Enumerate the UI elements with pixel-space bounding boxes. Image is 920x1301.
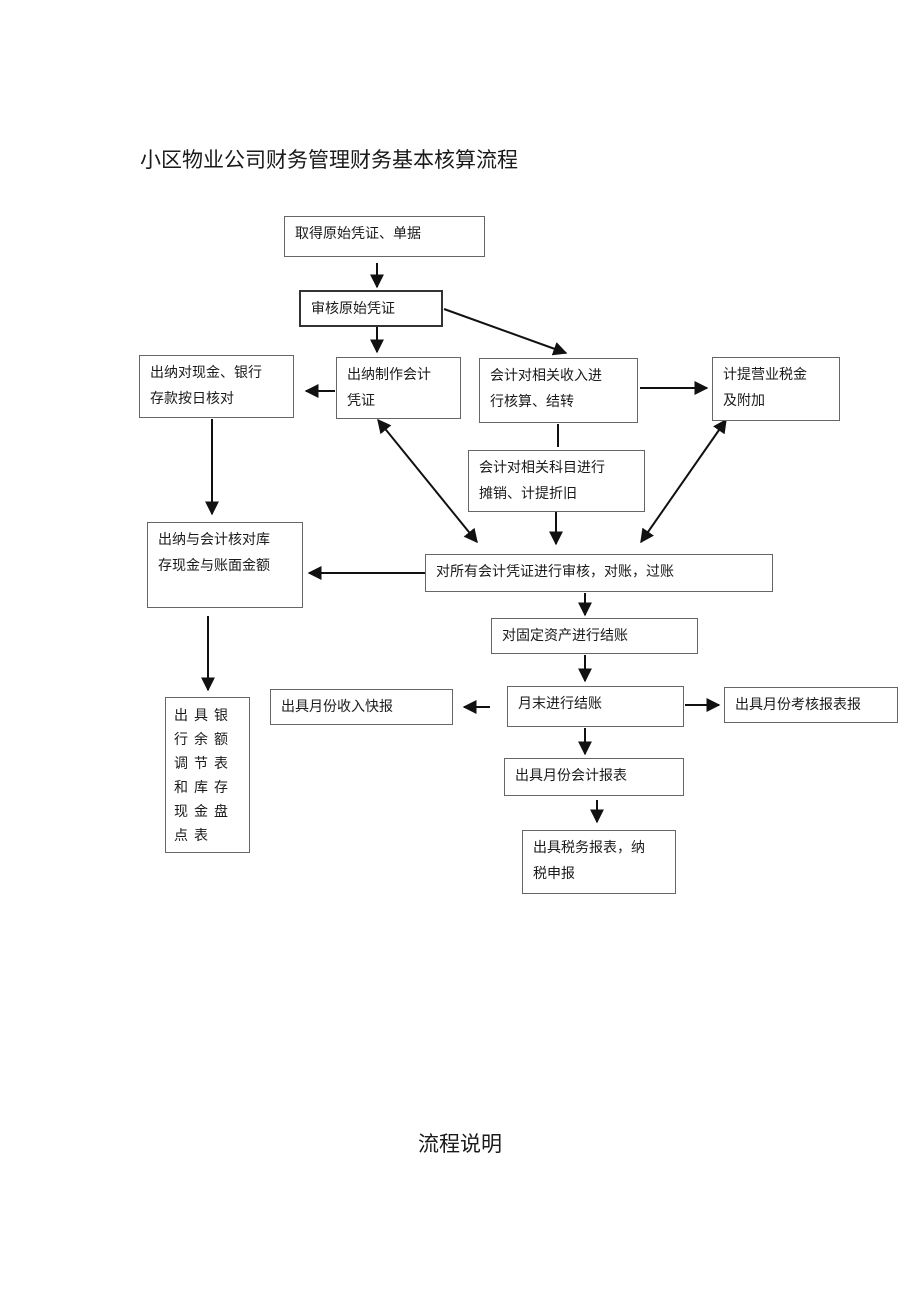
node-cashier-check-cash: 出纳对现金、银行 存款按日核对 <box>139 355 294 418</box>
node-review-vouchers: 审核原始凭证 <box>299 290 443 327</box>
arrow-review-to-income <box>443 308 568 356</box>
node-amortize-depreciate: 会计对相关科目进行 摊销、计提折旧 <box>468 450 645 512</box>
node-monthly-income-report: 出具月份收入快报 <box>270 689 453 725</box>
node-review-all-vouchers: 对所有会计凭证进行审核，对账，过账 <box>425 554 773 592</box>
node-accounting-income: 会计对相关收入进 行核算、结转 <box>479 358 638 423</box>
node-cashier-accountant-reconcile: 出纳与会计核对库 存现金与账面金额 <box>147 522 303 608</box>
node-cashier-make-voucher: 出纳制作会计 凭证 <box>336 357 461 419</box>
node-obtain-vouchers: 取得原始凭证、单据 <box>284 216 485 257</box>
node-monthly-assessment-report: 出具月份考核报表报 <box>724 687 898 723</box>
section-heading: 流程说明 <box>418 1132 502 1156</box>
arrow-tax-to-review-all <box>640 418 727 544</box>
node-month-end-close: 月末进行结账 <box>507 686 684 727</box>
node-bank-reconciliation: 出具银 行余额 调节表 和库存 现金盘 点表 <box>165 697 250 853</box>
node-monthly-accounting-report: 出具月份会计报表 <box>504 758 684 796</box>
node-fixed-asset-close: 对固定资产进行结账 <box>491 618 698 654</box>
page-title: 小区物业公司财务管理财务基本核算流程 <box>140 148 518 172</box>
arrow-make-voucher-review-all <box>377 418 478 544</box>
node-tax-accrual: 计提营业税金 及附加 <box>712 357 840 421</box>
node-tax-report: 出具税务报表，纳 税申报 <box>522 830 676 894</box>
